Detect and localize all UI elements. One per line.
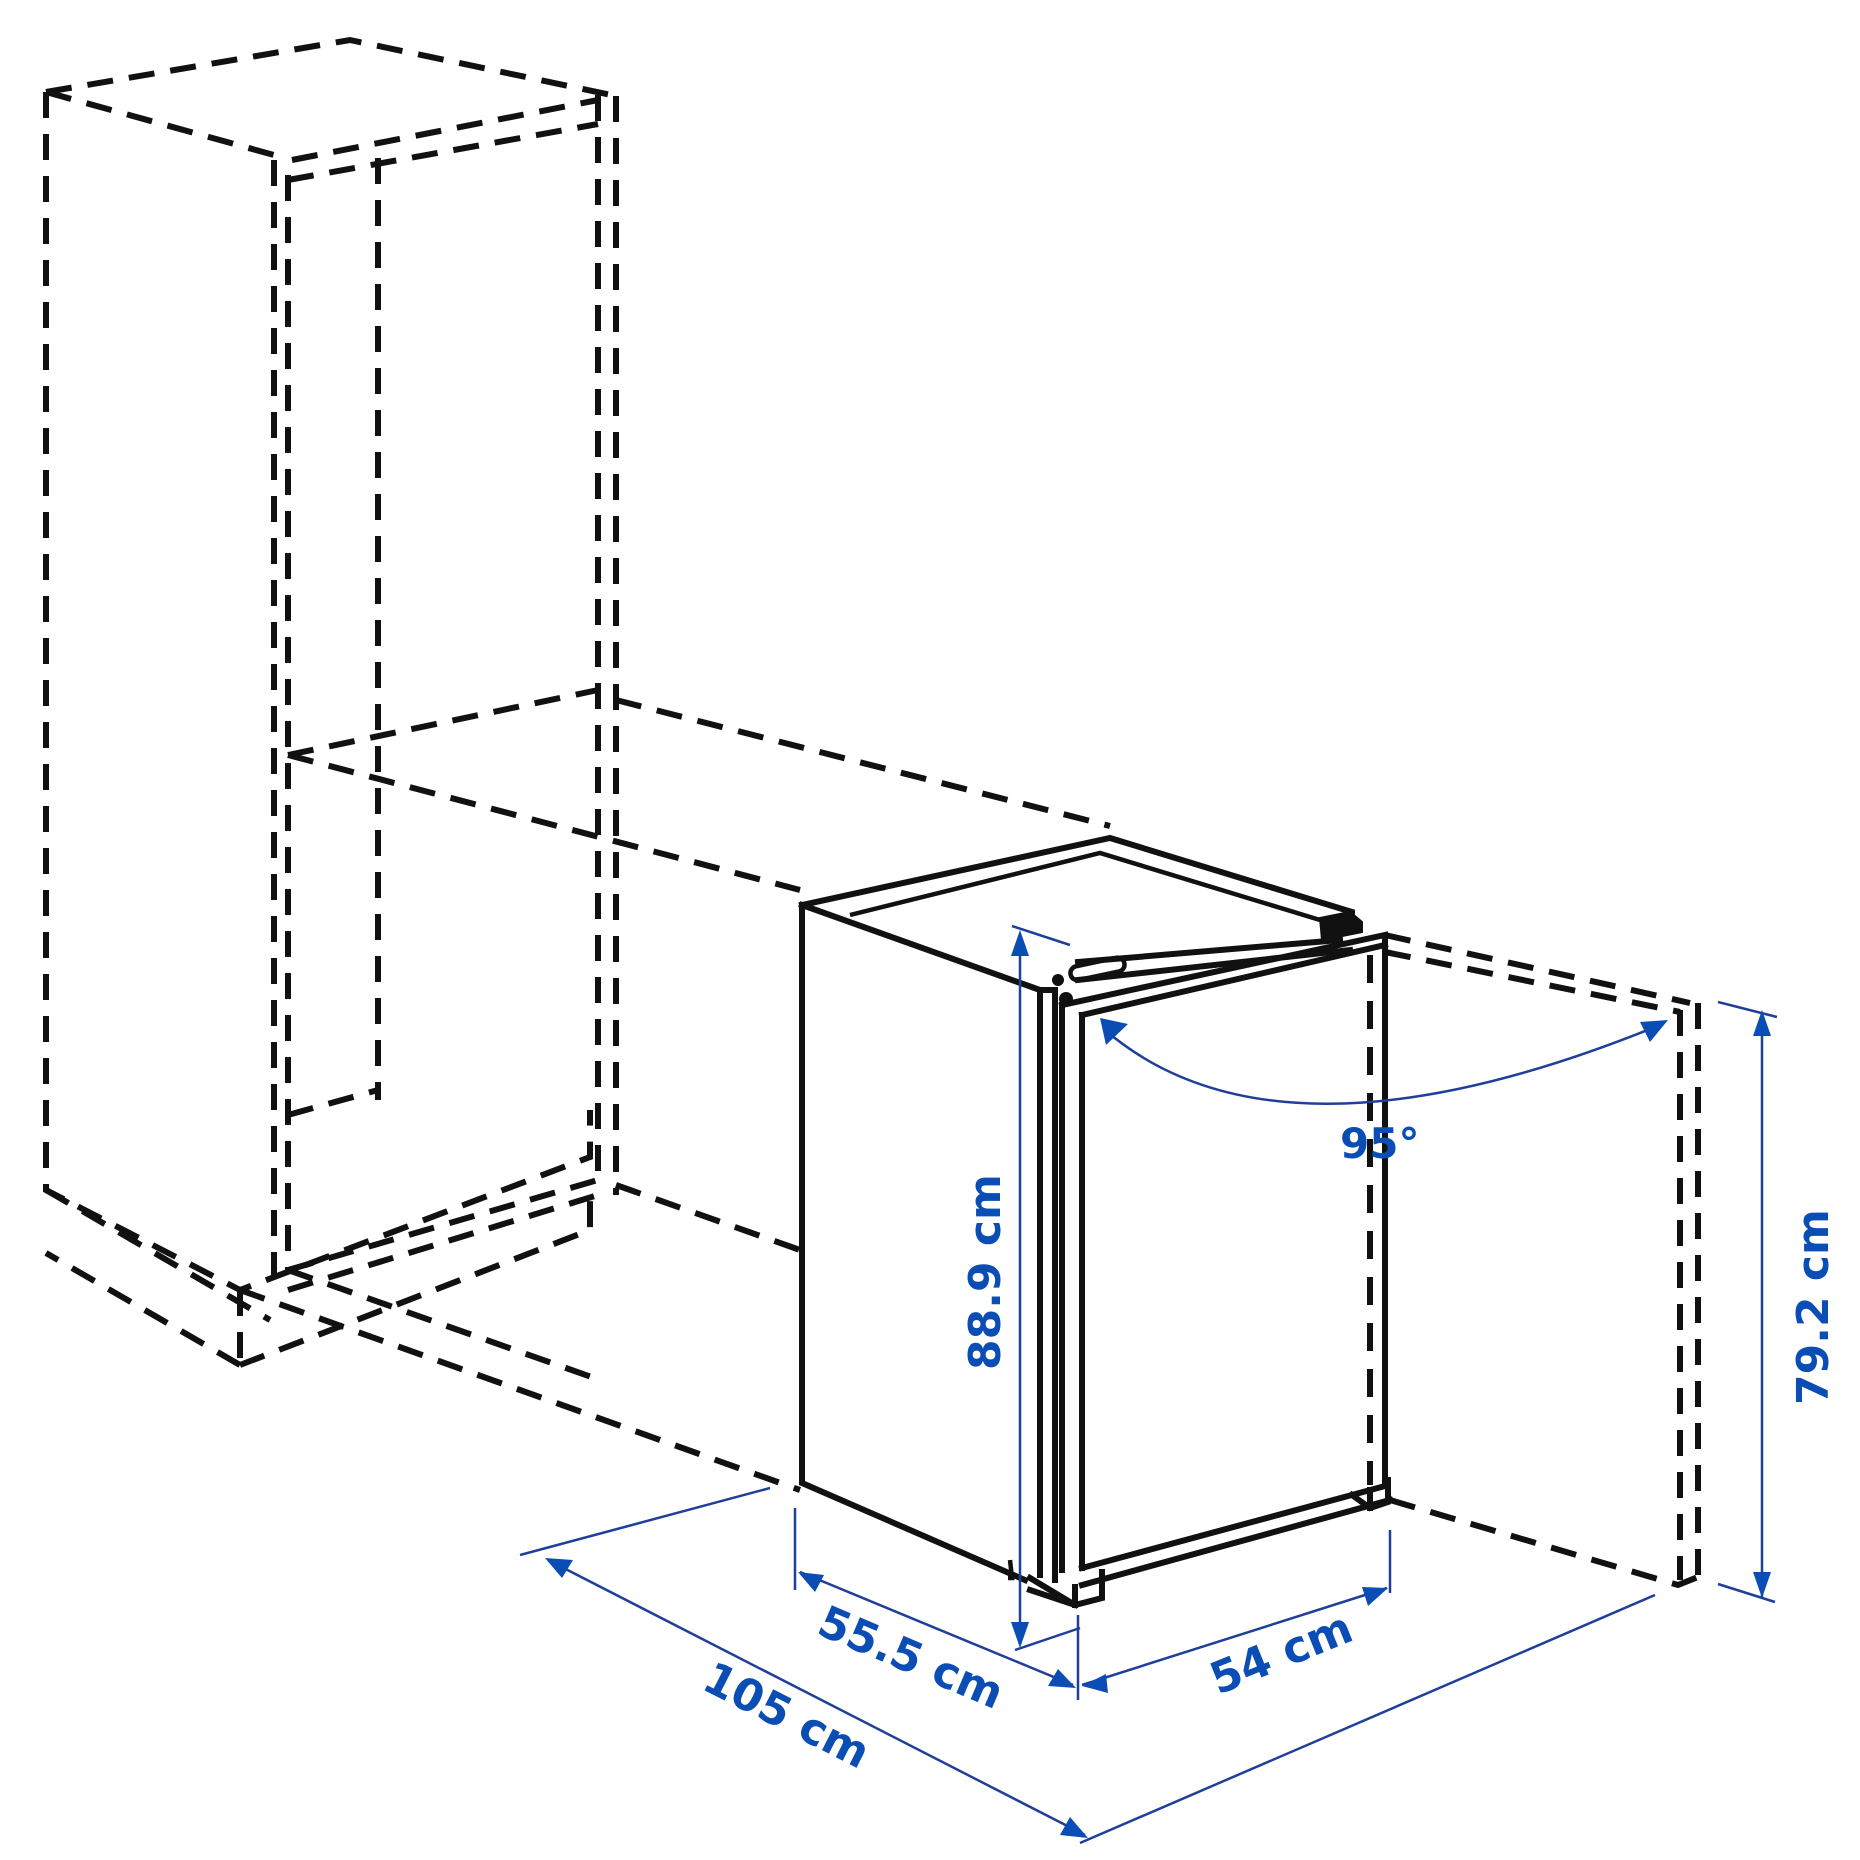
dimension-appliance-height: 88.9 cm [960, 924, 1081, 1652]
dimension-door-open-width: 105 cm [519, 1486, 1656, 1845]
refrigerator-body [798, 834, 1363, 1584]
height-label: 88.9 cm [960, 1174, 1011, 1370]
angle-label: 95° [1340, 1119, 1419, 1168]
niche-height-label: 79.2 cm [1788, 1209, 1839, 1405]
tall-cabinet-outline [43, 36, 619, 1368]
dimension-door-angle: 95° [1100, 1018, 1668, 1168]
width-label: 54 cm [1203, 1602, 1360, 1705]
refrigerator-door [1007, 931, 1394, 1609]
open-door-outline [1384, 932, 1701, 1589]
depth-label: 55.5 cm [811, 1596, 1011, 1719]
niche-outline [238, 697, 1111, 1493]
dimension-niche-height: 79.2 cm [1717, 1000, 1839, 1604]
